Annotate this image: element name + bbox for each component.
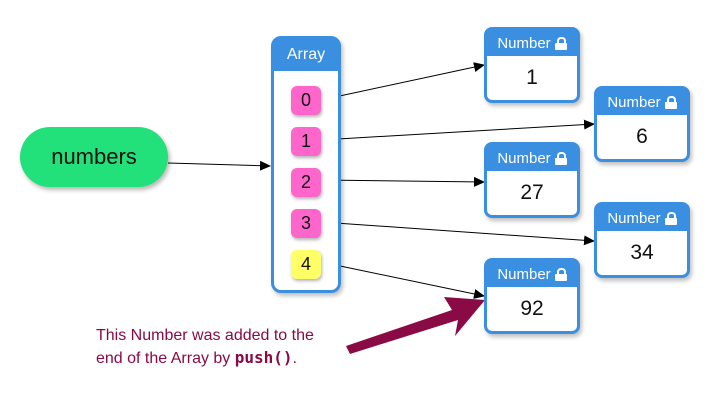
array-index-0: 0	[291, 86, 321, 115]
number-value: 34	[630, 241, 654, 264]
lock-icon	[664, 95, 677, 109]
number-box-27: Number 27	[484, 142, 580, 218]
arrow-index0-to-number	[320, 62, 485, 101]
number-header: Number	[487, 30, 577, 56]
arrow-index4-to-number	[320, 261, 485, 299]
lock-icon	[664, 211, 677, 225]
arrow-index3-to-number	[320, 221, 595, 246]
push-annotation: This Number was added to the end of the …	[96, 325, 314, 370]
number-type-label: Number	[497, 265, 551, 283]
number-value: 27	[520, 181, 544, 204]
arrow-index2-to-number	[320, 176, 485, 187]
number-value: 1	[526, 66, 538, 89]
number-type-label: Number	[497, 149, 551, 167]
arrow-index1-to-number	[320, 119, 595, 141]
number-value: 92	[520, 297, 544, 320]
annotation-period: .	[292, 350, 297, 367]
array-index-3: 3	[291, 209, 321, 238]
annotation-line-2-text: end of the Array by	[96, 350, 235, 367]
array-title: Array	[274, 39, 338, 71]
lock-icon	[554, 36, 567, 50]
variable-label: numbers	[51, 144, 137, 169]
array-index-4: 4	[291, 250, 321, 279]
number-box-6: Number 6	[594, 86, 690, 162]
number-value: 6	[636, 125, 648, 148]
annotation-line-1: This Number was added to the	[96, 327, 314, 344]
number-type-label: Number	[607, 93, 661, 111]
number-header: Number	[597, 205, 687, 231]
lock-icon	[554, 151, 567, 165]
number-header: Number	[597, 89, 687, 115]
push-code: push()	[234, 348, 293, 367]
number-box-92: Number 92	[484, 258, 580, 334]
number-box-34: Number 34	[594, 202, 690, 278]
number-type-label: Number	[607, 209, 661, 227]
array-index-2: 2	[291, 168, 321, 197]
number-box-1: Number 1	[484, 27, 580, 103]
variable-numbers: numbers	[20, 127, 168, 187]
array-box: Array 0 1 2 3 4	[271, 36, 341, 293]
array-index-1: 1	[291, 127, 321, 156]
annotation-line-2: end of the Array by push().	[96, 347, 314, 370]
number-header: Number	[487, 145, 577, 171]
lock-icon	[554, 267, 567, 281]
number-header: Number	[487, 261, 577, 287]
annotation-pointer-arrow	[346, 297, 485, 354]
arrow-numbers-to-array	[167, 160, 271, 171]
number-type-label: Number	[497, 34, 551, 52]
